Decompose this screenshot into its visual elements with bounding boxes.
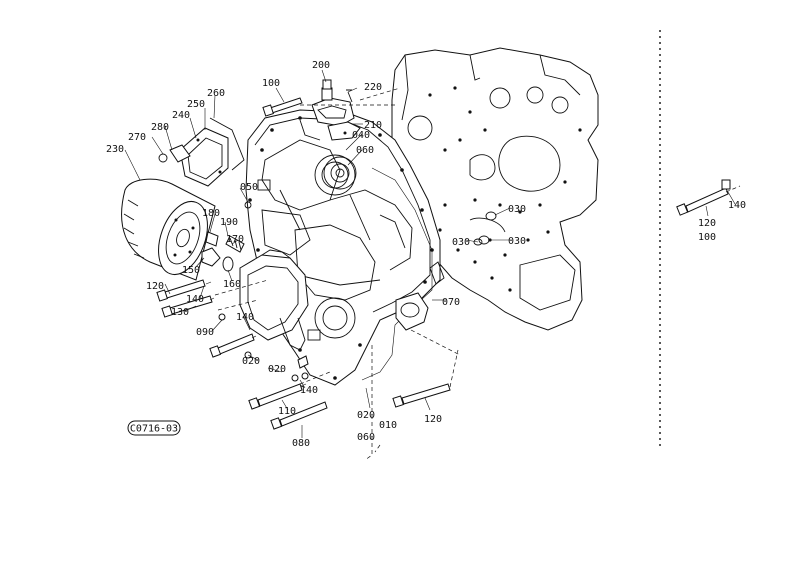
callout-080: 080: [292, 438, 310, 449]
callout-220: 220: [364, 82, 382, 93]
callout-020a: 020: [242, 356, 260, 367]
callout-030c: 030: [508, 236, 526, 247]
oil-cooler-plate: [158, 117, 245, 187]
callout-180: 180: [202, 208, 220, 219]
callout-120c: 120: [698, 218, 716, 229]
callout-110: 110: [278, 406, 296, 417]
callout-090: 090: [196, 327, 214, 338]
callout-250: 250: [187, 99, 205, 110]
callout-010: 010: [379, 420, 397, 431]
callout-230: 230: [106, 144, 124, 155]
callout-020b: 020: [268, 364, 286, 375]
water-pump-housing: [239, 249, 309, 351]
callout-280: 280: [151, 122, 169, 133]
callout-120a: 120: [146, 281, 164, 292]
callout-140b: 140: [236, 312, 254, 323]
callout-060a: 060: [356, 145, 374, 156]
callout-030b: 030: [452, 237, 470, 248]
callout-labels: 200 220 210 040 060 100 260 250 240 280 …: [106, 60, 746, 449]
oil-filter: [121, 178, 216, 281]
callout-210: 210: [364, 120, 382, 131]
outlet-pipe: [395, 261, 445, 331]
callout-240: 240: [172, 110, 190, 121]
callout-150: 150: [182, 265, 200, 276]
callout-140d: 140: [728, 200, 746, 211]
callout-190: 190: [220, 217, 238, 228]
leader-lines: [124, 69, 741, 461]
callout-200: 200: [312, 60, 330, 71]
callout-100a: 100: [262, 78, 280, 89]
callout-160: 160: [223, 279, 241, 290]
callout-120b: 120: [424, 414, 442, 425]
callout-260: 260: [207, 88, 225, 99]
callout-050: 050: [240, 182, 258, 193]
diagram-code-stamp: C0716-03: [127, 420, 181, 436]
callout-030a: 030: [508, 204, 526, 215]
callout-130: 130: [171, 307, 189, 318]
oil-seal: [323, 156, 357, 190]
diagram-code: C0716-03: [130, 424, 178, 435]
callout-070: 070: [442, 297, 460, 308]
bolts: [156, 97, 731, 430]
engine-block: [391, 47, 599, 331]
callout-270: 270: [128, 132, 146, 143]
callout-100b: 100: [698, 232, 716, 243]
callout-040: 040: [352, 130, 370, 141]
callout-140a: 140: [186, 294, 204, 305]
callout-060b: 060: [357, 432, 375, 443]
callout-020c: 020: [357, 410, 375, 421]
callout-170: 170: [226, 234, 244, 245]
callout-140c: 140: [300, 385, 318, 396]
